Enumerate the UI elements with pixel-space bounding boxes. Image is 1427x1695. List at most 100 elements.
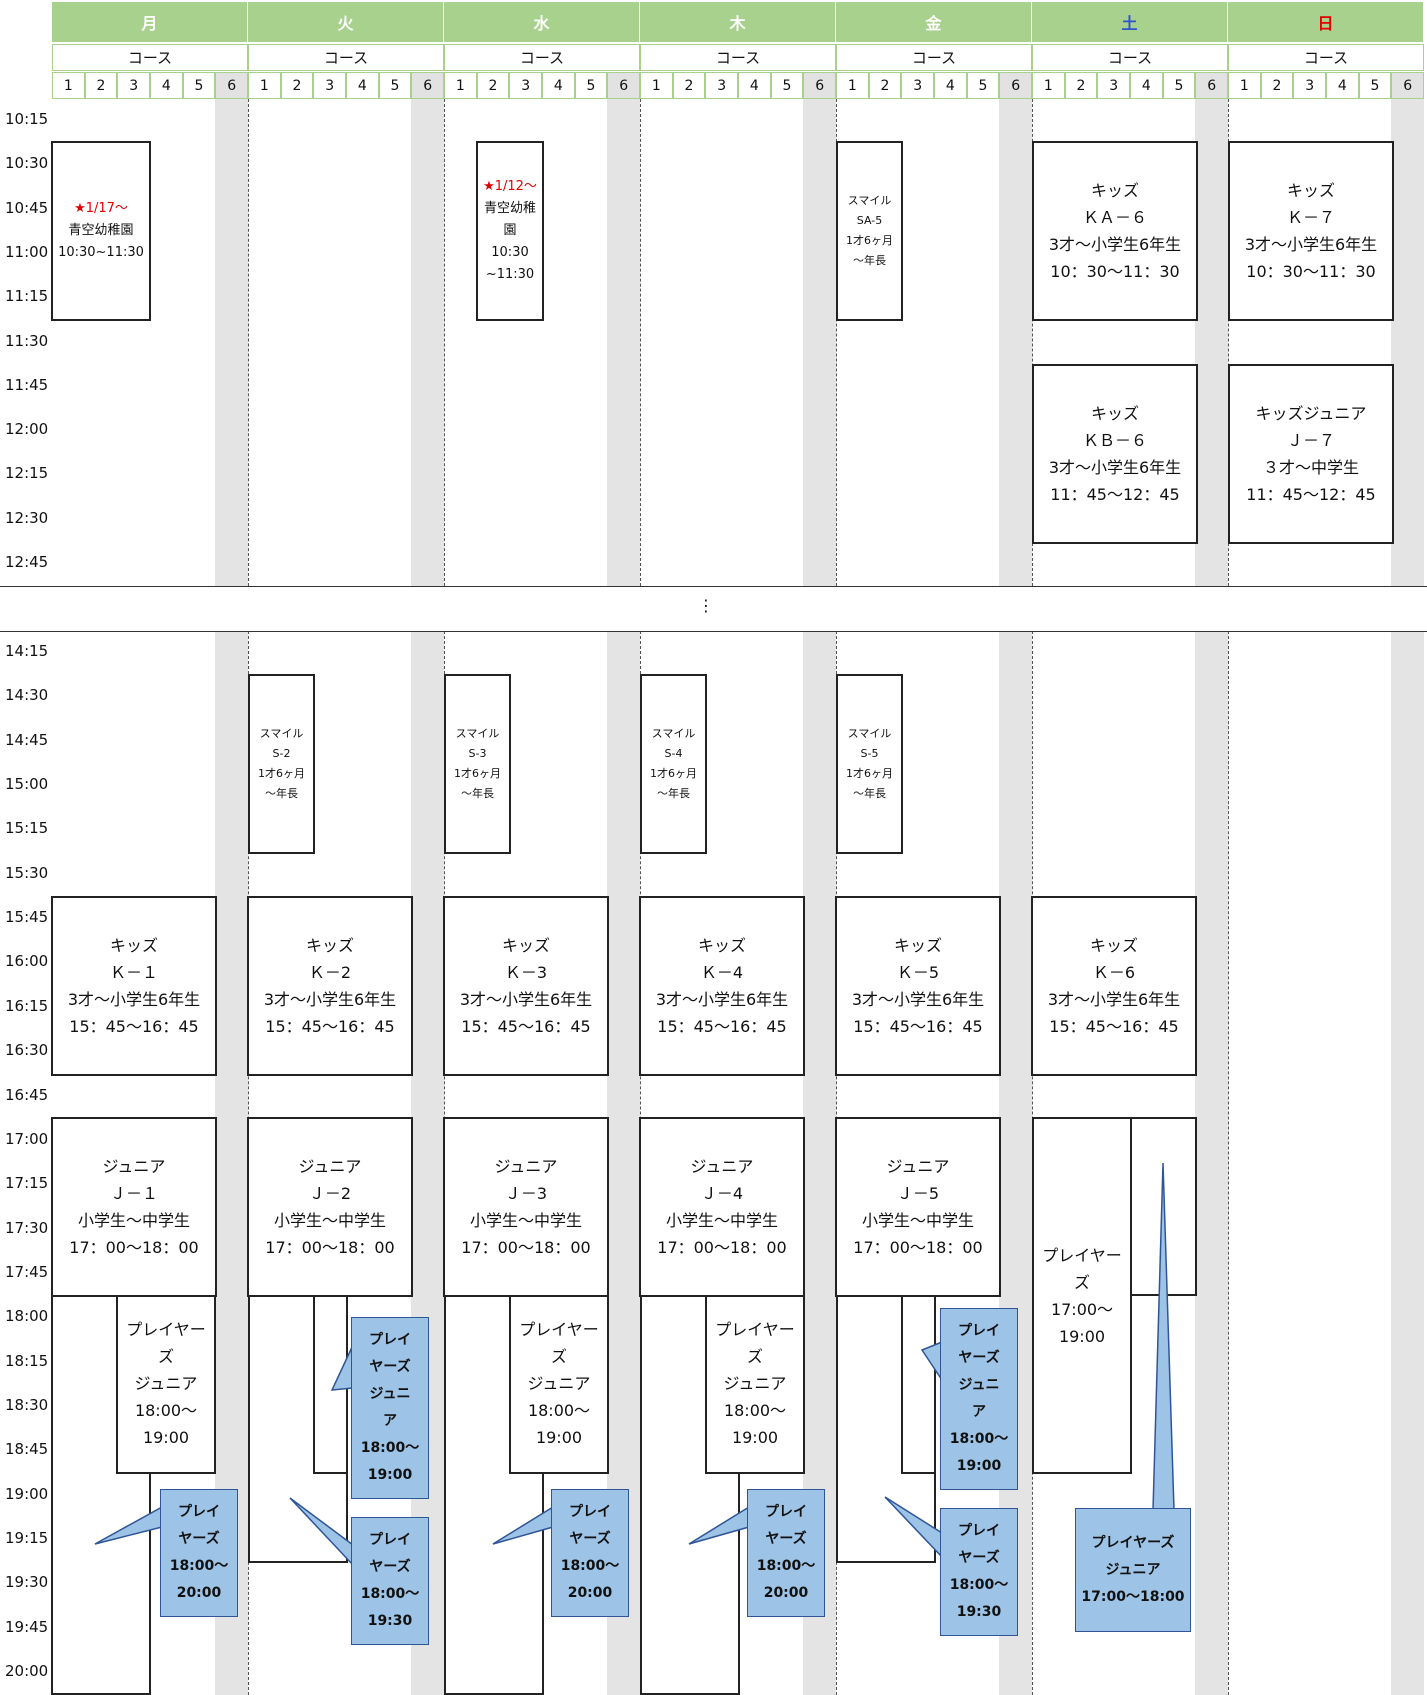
class-text: S-5 bbox=[860, 747, 879, 760]
callout-text: 20:00 bbox=[763, 1585, 809, 1601]
time-label: 16:15 bbox=[5, 996, 49, 1015]
callout-text: ヤーズ bbox=[765, 1531, 807, 1547]
course-header: コース bbox=[1032, 44, 1228, 71]
slot-number: 6 bbox=[999, 72, 1032, 99]
class-text: 3才～小学生6年生 bbox=[1048, 458, 1182, 477]
class-text: 19:00 bbox=[142, 1428, 190, 1447]
callout-text: 18:00～ bbox=[560, 1558, 620, 1574]
callout-text: 17:00～18:00 bbox=[1081, 1588, 1185, 1605]
callout-text: 19:00 bbox=[956, 1458, 1002, 1474]
callout-text: プレイ bbox=[765, 1504, 807, 1520]
callout-text: ヤーズ bbox=[569, 1531, 611, 1547]
course-header: コース bbox=[248, 44, 444, 71]
class-text: ～年長 bbox=[461, 787, 494, 800]
slot-number: 5 bbox=[770, 72, 804, 99]
class-text: 11：45～12：45 bbox=[1050, 485, 1180, 504]
slot-number: 6 bbox=[1195, 72, 1228, 99]
slot-number: 6 bbox=[411, 72, 444, 99]
slot-number: 6 bbox=[1391, 72, 1424, 99]
day-separator bbox=[1228, 99, 1229, 586]
callout-text: ヤーズ bbox=[178, 1531, 220, 1547]
class-text: 3才～小学生6年生 bbox=[67, 990, 201, 1009]
column-6-shade bbox=[1195, 631, 1228, 1695]
class-text: 19:00 bbox=[1058, 1326, 1106, 1346]
class-text: 小学生～中学生 bbox=[665, 1211, 778, 1230]
callout-text: プレイ bbox=[369, 1332, 411, 1348]
time-label: 18:15 bbox=[5, 1351, 49, 1370]
class-text: 3才～小学生6年生 bbox=[1048, 235, 1182, 254]
callout-text: 20:00 bbox=[176, 1585, 222, 1601]
slot-number: 5 bbox=[378, 72, 412, 99]
class-text: Ｋ－７ bbox=[1286, 208, 1335, 227]
section-divider bbox=[0, 631, 1427, 632]
slot-number: 3 bbox=[901, 72, 934, 99]
column-6-shade bbox=[999, 99, 1032, 586]
day-header-4: 木 bbox=[640, 2, 836, 42]
slot-number: 3 bbox=[313, 72, 346, 99]
day-separator bbox=[640, 99, 641, 586]
tue-pj-pointer bbox=[330, 1344, 354, 1391]
time-label: 18:45 bbox=[5, 1440, 49, 1459]
day-header-3: 水 bbox=[444, 2, 640, 42]
callout-text: プレイ bbox=[369, 1532, 411, 1548]
course-header: コース bbox=[444, 44, 640, 71]
fri-players-pointer bbox=[884, 1496, 943, 1559]
class-text: 17:00～ bbox=[1050, 1299, 1114, 1319]
slot-number: 2 bbox=[868, 72, 902, 99]
class-text: S-2 bbox=[272, 747, 291, 760]
time-label: 10:30 bbox=[5, 154, 49, 173]
callout-text: ヤーズ bbox=[369, 1359, 411, 1375]
column-6-shade bbox=[411, 99, 444, 586]
class-text: ジュニア bbox=[527, 1374, 591, 1393]
slot-number: 3 bbox=[1097, 72, 1130, 99]
class-text: Ｋ－１ bbox=[109, 963, 158, 982]
tue-players-pointer bbox=[289, 1497, 354, 1567]
class-text: S-3 bbox=[468, 747, 487, 760]
class-text: ３才～中学生 bbox=[1262, 458, 1359, 477]
callout-text: プレイ bbox=[178, 1504, 220, 1520]
class-text: キッズ bbox=[305, 936, 354, 955]
class-text: ズ bbox=[157, 1347, 174, 1366]
callout-text: ヤーズ bbox=[958, 1550, 1000, 1566]
class-text: 15：45～16：45 bbox=[853, 1017, 983, 1036]
class-text: 1才6ヶ月 bbox=[650, 767, 697, 780]
class-text: Ｊ－１ bbox=[109, 1184, 158, 1203]
day-header-6: 土 bbox=[1032, 2, 1228, 42]
slot-number: 5 bbox=[966, 72, 1000, 99]
class-text: キッズ bbox=[1090, 404, 1139, 423]
class-text: ＫＢ－６ bbox=[1082, 431, 1147, 450]
class-text: Ｋ－3 bbox=[504, 963, 548, 982]
column-6-shade bbox=[215, 99, 248, 586]
class-text: 小学生～中学生 bbox=[469, 1211, 582, 1230]
callout-text: ジュニ bbox=[958, 1377, 1000, 1393]
class-text: 15：45～16：45 bbox=[265, 1017, 395, 1036]
class-text: スマイル bbox=[455, 727, 500, 740]
class-text: 青空幼稚 bbox=[483, 201, 536, 216]
time-gap-marker: ⋮ bbox=[698, 596, 714, 615]
callout-text: プレイ bbox=[958, 1523, 1000, 1539]
callout-text: 18:00～ bbox=[756, 1558, 816, 1574]
slot-number: 5 bbox=[182, 72, 216, 99]
class-text: 1才6ヶ月 bbox=[846, 767, 893, 780]
class-text: Ｊ－７ bbox=[1286, 431, 1335, 450]
class-text: キッズ bbox=[1090, 181, 1139, 200]
slot-number: 1 bbox=[1228, 72, 1261, 99]
time-label: 11:30 bbox=[5, 331, 49, 350]
callout-text: ジュニア bbox=[1105, 1561, 1161, 1578]
class-text: 17：00～18：00 bbox=[853, 1238, 983, 1257]
slot-number: 4 bbox=[346, 72, 379, 99]
slot-number: 2 bbox=[672, 72, 706, 99]
fri-pj-pointer bbox=[920, 1340, 943, 1383]
time-label: 15:15 bbox=[5, 819, 49, 838]
class-text: ～年長 bbox=[853, 787, 886, 800]
time-label: 17:30 bbox=[5, 1218, 49, 1237]
